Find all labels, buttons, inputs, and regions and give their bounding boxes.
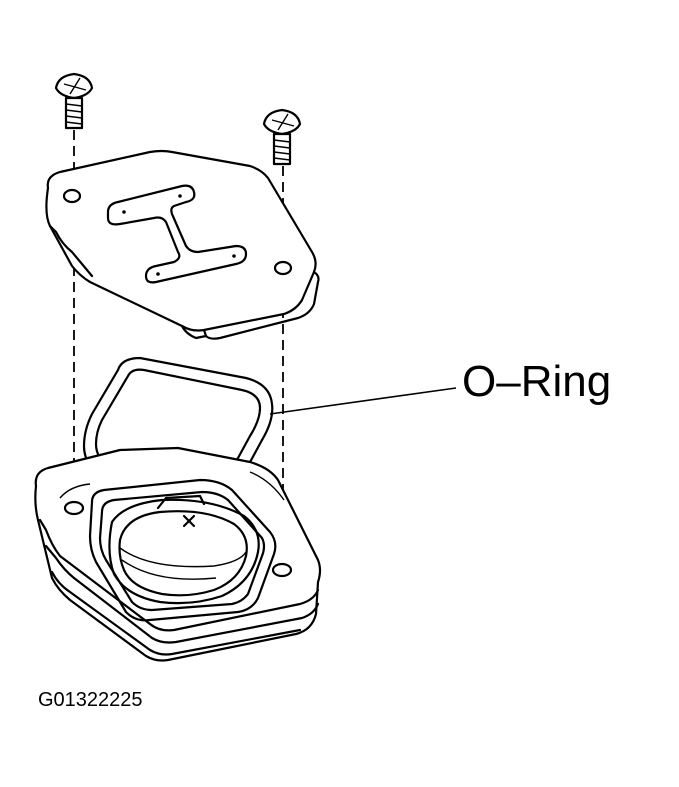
o-ring-leader-line <box>269 387 457 415</box>
cover-plate <box>45 149 320 340</box>
right-screw-icon <box>262 108 302 166</box>
housing <box>34 446 322 662</box>
left-screw-icon <box>54 72 94 130</box>
o-ring-label: O–Ring <box>462 357 612 406</box>
figure-code: G01322225 <box>38 689 143 711</box>
